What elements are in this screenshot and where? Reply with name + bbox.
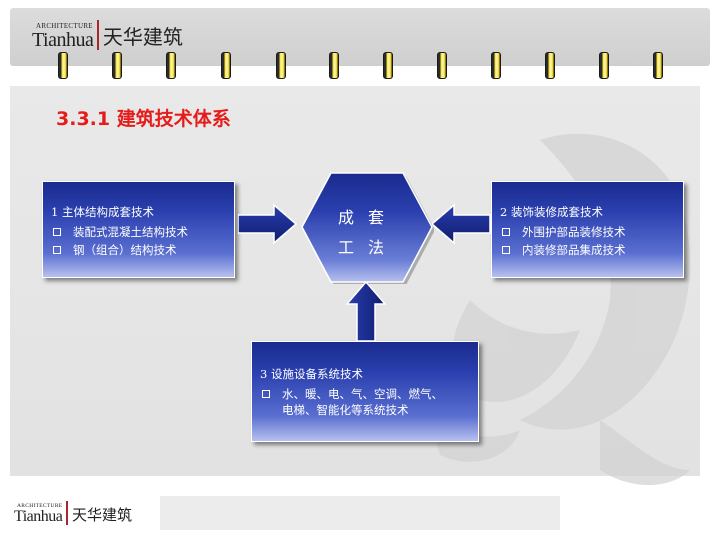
footer-logo: ARCHITECTURE Tianhua 天华建筑 — [14, 501, 132, 525]
logo-chinese-text: 天华建筑 — [71, 506, 132, 524]
binder-ring — [112, 52, 122, 79]
binder-ring — [329, 52, 339, 79]
center-hexagon: 成套 工法 — [300, 171, 434, 284]
binder-ring — [545, 52, 555, 79]
binder-ring — [437, 52, 447, 79]
binder-ring — [491, 52, 501, 79]
box-heading: 1 主体结构成套技术 — [51, 205, 154, 219]
hollow-square-icon — [262, 390, 270, 398]
logo-small-text: ARCHITECTURE — [36, 22, 93, 30]
logo-latin-text: Tianhua — [32, 29, 94, 51]
logo-small-text: ARCHITECTURE — [17, 502, 63, 509]
binder-ring — [166, 52, 176, 79]
binder-ring — [653, 52, 663, 79]
binder-ring — [58, 52, 68, 79]
logo-divider — [66, 501, 68, 525]
binder-ring — [276, 52, 286, 79]
list-item-label: 内装修部品集成技术 — [522, 243, 626, 257]
hollow-square-icon — [502, 246, 510, 254]
hollow-square-icon — [502, 228, 510, 236]
logo-divider — [97, 20, 99, 50]
binder-ring — [383, 52, 393, 79]
binder-ring — [599, 52, 609, 79]
left-arrow-icon — [432, 203, 491, 245]
header-band — [10, 8, 710, 66]
list-item: 内装修部品集成技术 — [500, 240, 677, 258]
right-arrow-icon — [238, 203, 298, 245]
binder-ring — [221, 52, 231, 79]
list-item: 水、暖、电、气、空调、燃气、 电梯、智能化等系统技术 — [260, 384, 472, 418]
equipment-tech-box: 3 设施设备系统技术 水、暖、电、气、空调、燃气、 电梯、智能化等系统技术 — [251, 341, 479, 442]
ring-binder — [0, 52, 720, 82]
footer-strip — [160, 496, 560, 530]
logo-chinese-text: 天华建筑 — [102, 25, 183, 49]
list-item: 钢（组合）结构技术 — [51, 240, 228, 258]
list-item-label: 钢（组合）结构技术 — [73, 243, 177, 257]
slide-title: 3.3.1 建筑技术体系 — [56, 108, 231, 130]
hollow-square-icon — [53, 228, 61, 236]
logo-latin-text: Tianhua — [14, 508, 63, 525]
list-item-label: 装配式混凝土结构技术 — [73, 225, 188, 239]
list-item: 装配式混凝土结构技术 — [51, 222, 228, 240]
footer-logo-area — [0, 496, 160, 530]
up-arrow-icon — [345, 282, 387, 342]
header-logo: ARCHITECTURE Tianhua 天华建筑 — [32, 20, 183, 50]
structure-tech-box: 1 主体结构成套技术 装配式混凝土结构技术 钢（组合）结构技术 — [42, 181, 235, 278]
hollow-square-icon — [53, 246, 61, 254]
decoration-tech-box: 2 装饰装修成套技术 外围护部品装修技术 内装修部品集成技术 — [491, 181, 684, 278]
box-heading: 2 装饰装修成套技术 — [500, 205, 603, 219]
center-label-line-1: 成套 — [338, 208, 399, 227]
hexagon-shape — [301, 172, 434, 284]
list-item-label: 水、暖、电、气、空调、燃气、 电梯、智能化等系统技术 — [282, 387, 443, 417]
list-item-label: 外围护部品装修技术 — [522, 225, 626, 239]
center-label-line-2: 工法 — [338, 238, 399, 257]
list-item: 外围护部品装修技术 — [500, 222, 677, 240]
box-heading: 3 设施设备系统技术 — [260, 367, 363, 381]
